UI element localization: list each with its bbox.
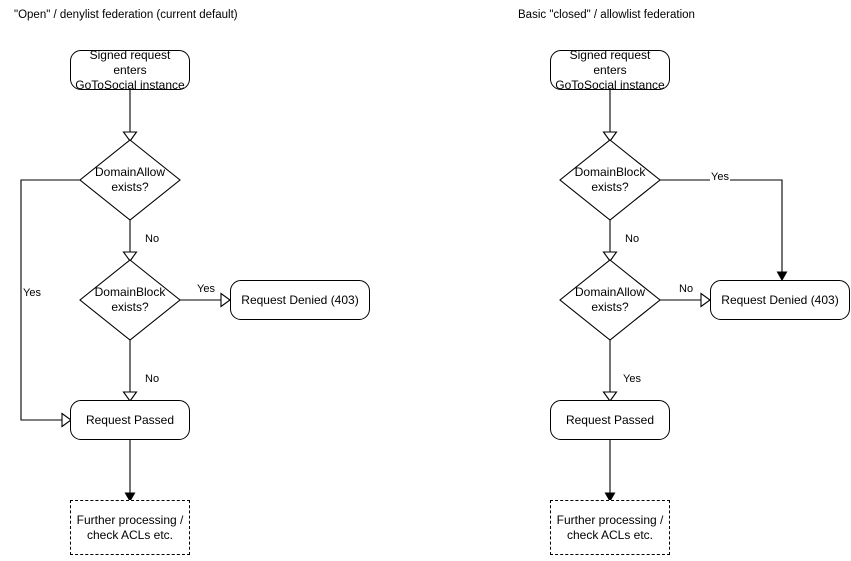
right-edge-start-to-domainblock	[602, 90, 618, 142]
left-edge-label-domainallow-no: No	[144, 233, 161, 246]
left-node-request-passed-label: Request Passed	[85, 412, 175, 427]
right-node-further-processing-label: Further processing / check ACLs etc.	[556, 512, 664, 542]
left-node-request-denied-label: Request Denied (403)	[241, 292, 359, 307]
right-edge-domainallow-no	[660, 292, 711, 308]
left-edge-label-domainallow-yes: Yes	[22, 287, 42, 300]
right-edge-label-domainblock-no: No	[624, 233, 641, 246]
right-edge-domainblock-yes	[660, 179, 788, 282]
left-edge-start-to-domainallow	[122, 90, 138, 142]
right-diamond-domainblock	[559, 139, 661, 221]
right-node-start: Signed request enters GoToSocial instanc…	[550, 47, 670, 92]
left-node-request-passed: Request Passed	[70, 400, 190, 440]
right-diamond-domainallow	[559, 259, 661, 341]
left-edge-domainallow-no	[122, 220, 138, 262]
right-diagram-title: Basic "closed" / allowlist federation	[518, 9, 695, 21]
right-edge-domainblock-no	[602, 220, 618, 262]
right-node-start-label: Signed request enters GoToSocial instanc…	[555, 47, 665, 92]
right-node-request-passed-label: Request Passed	[565, 412, 655, 427]
left-edge-label-domainblock-no: No	[144, 373, 161, 386]
right-node-request-denied-label: Request Denied (403)	[721, 292, 839, 307]
right-edge-passed-to-further	[604, 440, 616, 503]
left-edge-domainblock-yes	[180, 292, 231, 308]
right-edge-label-domainallow-yes: Yes	[622, 373, 642, 386]
left-node-start: Signed request enters GoToSocial instanc…	[70, 47, 190, 92]
left-edge-domainblock-no	[122, 340, 138, 402]
left-node-request-denied: Request Denied (403)	[230, 280, 370, 320]
left-diamond-domainallow	[79, 139, 181, 221]
right-node-request-denied: Request Denied (403)	[710, 280, 850, 320]
left-node-start-label: Signed request enters GoToSocial instanc…	[75, 47, 185, 92]
left-node-further-processing: Further processing / check ACLs etc.	[70, 500, 190, 555]
left-edge-domainallow-yes	[20, 179, 80, 428]
right-edge-label-domainallow-no: No	[678, 283, 695, 296]
right-edge-domainallow-yes	[602, 340, 618, 402]
right-edge-label-domainblock-yes: Yes	[710, 171, 730, 184]
right-node-request-passed: Request Passed	[550, 400, 670, 440]
right-node-further-processing: Further processing / check ACLs etc.	[550, 500, 670, 555]
left-edge-label-domainblock-yes: Yes	[196, 283, 216, 296]
left-diagram-title: "Open" / denylist federation (current de…	[14, 9, 238, 21]
left-diamond-domainblock	[79, 259, 181, 341]
left-node-further-processing-label: Further processing / check ACLs etc.	[76, 512, 184, 542]
left-edge-passed-to-further	[124, 440, 136, 503]
